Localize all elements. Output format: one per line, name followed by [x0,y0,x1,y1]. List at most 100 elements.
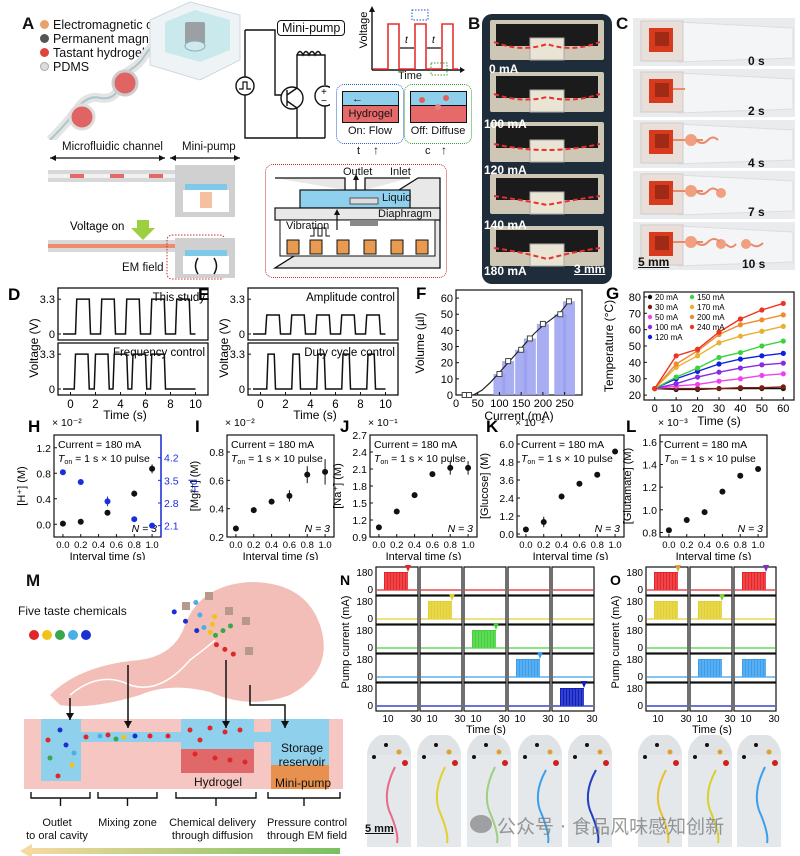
deflection-curve [493,195,601,207]
tastant-molecule [63,742,69,748]
photo-dark [496,178,598,200]
x-tick-label: 10 [740,714,752,725]
y-tick-label: 3.3 [40,349,55,361]
magnet-block [529,191,565,215]
pump-detail-box [265,164,447,278]
y-tick-label: 0.9 [352,532,367,544]
channel-cross-section: Voltage on [48,155,240,280]
multiplier-label: × 10⁻² [52,417,82,429]
x-tick-label: 0.8 [734,540,747,551]
deflection-curve [493,143,601,152]
legend-marker [689,294,695,300]
x-tick-label: 250 [555,398,573,410]
indicator-arrow-icon [719,594,725,601]
mini-plot-frame [419,653,463,683]
device-body [417,755,461,847]
dye-stream [435,766,449,844]
panel-label: E [198,285,209,304]
data-point [673,353,679,359]
zone-line: Mixing zone [98,817,157,829]
y-tick-label: 180 [626,597,643,608]
tastant-molecule [121,734,127,740]
x-tick-label: 4 [307,399,314,411]
x-axis-label: Time (s) [103,408,147,422]
tongue-channel [69,639,216,696]
legend-label: Electromagnetic coil [53,18,165,32]
diffuse-bubble-icon [419,97,425,103]
reservoir-dot [496,749,502,755]
device-illustration [46,1,241,140]
reservoir-dot [452,760,458,766]
pulse-train [560,688,584,706]
t-label: t [357,145,361,157]
y-axis-label: [Mg²⁺] (M) [189,461,201,511]
reservoir-dot [705,743,709,747]
tastant-molecule [71,750,77,756]
data-point [737,472,744,479]
data-point [759,362,765,368]
legend-item: Permanent magnet [40,32,165,46]
reservoir-dot [434,743,438,747]
subplot-frame [57,287,209,341]
reservoir-dot [655,743,659,747]
note-pulse: Ton = 1 s × 10 pulse [374,453,466,466]
x-tick-label: 0.6 [283,540,296,551]
voltage-axis-label: Voltage [358,12,370,49]
pulse-train [472,630,496,648]
microfluidic-channel-label: Microfluidic channel [62,141,163,153]
vibration-label: Vibration [286,220,330,232]
y-tick-label: 1.5 [352,498,367,510]
data-point [447,464,454,471]
legend-marker [647,324,653,330]
magnet-block [529,89,565,113]
hydrogel-disc [111,69,139,97]
reservoir-dot [667,749,673,755]
data-point [780,300,786,307]
channel-dot [212,614,218,620]
legend-marker [647,314,653,320]
panel-label: H [28,417,40,436]
voltage-on-label: Voltage on [70,221,124,233]
diffuse-bubble-icon [443,95,449,101]
taste-dot [55,630,65,640]
t-mark: t [405,35,409,46]
data-point [759,385,765,391]
legend-label: 200 mA [697,313,725,322]
data-point [565,298,572,305]
photo-dark [496,76,598,98]
tastant-molecule [69,762,75,768]
data-point [737,349,744,356]
data-point [59,520,66,527]
dye-stream [706,769,720,844]
dye-stream [656,769,670,844]
zone-brace [175,792,257,806]
subplot-title: Duty cycle control [304,347,395,359]
taste-dot [42,630,52,640]
y-axis-label: [Na⁺] (M) [332,463,344,509]
device-body [737,755,781,847]
data-point [522,526,529,533]
x-tick-label: 0.0 [229,540,242,551]
y-tick-label: 0 [49,329,55,341]
mini-plot-frame [733,624,777,654]
x-tick-label: 6 [142,399,148,411]
x-tick-label: 0 [453,398,459,410]
data-point [104,509,111,516]
zone-label: Mixing zone [95,817,160,830]
y-tick-label: 1.2 [499,511,514,523]
data-point [694,374,701,380]
dye-stream [385,766,399,844]
x-tick-label: 0.6 [573,540,586,551]
y-tick-label: 1.2 [642,482,657,494]
plot-frame [516,434,625,538]
x-tick-label: 8 [357,399,363,411]
subplot-title: Amplitude control [306,292,395,304]
x-tick-label: 10 [514,714,526,725]
panel-c-photos [633,18,795,270]
channel-dot [171,609,177,615]
data-point [694,381,701,388]
x-tick-label: 0.2 [390,540,403,551]
legend-label: 150 mA [697,293,725,302]
tastant-molecule [132,733,138,739]
x-tick-label: 10 [382,714,394,725]
